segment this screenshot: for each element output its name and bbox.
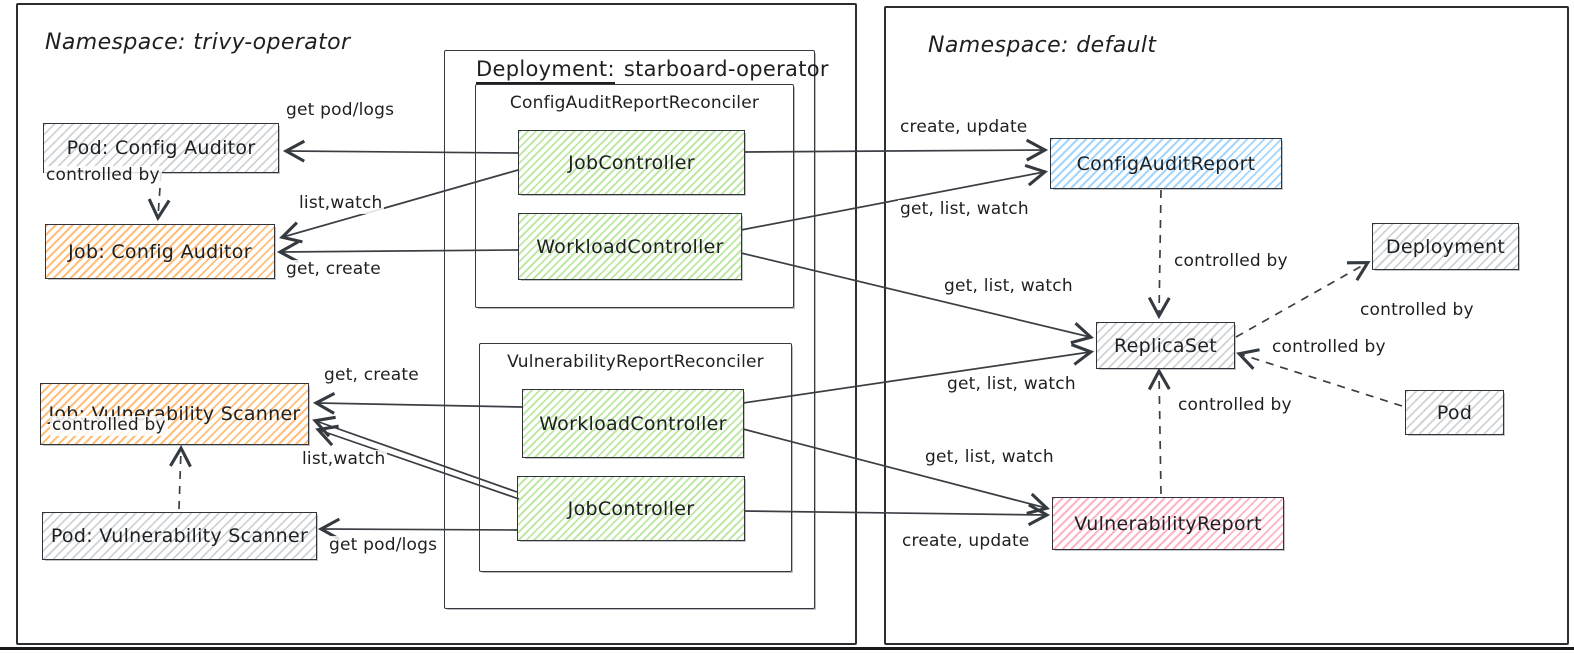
node-workload-controller-top: WorkloadController [518,213,742,280]
namespace-title-default: Namespace: default [928,33,1157,58]
edge-label-glw-rs-top: get, list, watch [942,276,1075,297]
node-job-config-auditor: Job: Config Auditor [45,224,275,279]
node-label: Job: Config Auditor [68,240,252,263]
node-label: Deployment [1385,235,1506,258]
node-label: JobController [567,497,695,520]
edge-label-glw-rs-bottom: get, list, watch [945,374,1078,395]
node-label: Pod: Vulnerability Scanner [50,525,309,547]
node-job-vulnerability-scanner: Job: Vulnerability Scanner [40,383,309,445]
node-pod-vulnerability-scanner: Pod: Vulnerability Scanner [42,512,317,560]
edge-label-get-create-top: get, create [284,259,383,280]
node-label: WorkloadController [539,412,727,435]
deployment-title: Deployment: starboard-operator [476,57,829,84]
edge-label-controlled-by-top-left: controlled by [44,165,162,186]
deployment-title-prefix: Deployment: [476,57,615,84]
node-vulnerability-report: VulnerabilityReport [1052,497,1284,550]
node-job-controller-bottom: JobController [517,476,745,541]
node-label: Pod [1436,401,1473,424]
edge-label-controlled-by-car-rs: controlled by [1172,251,1290,272]
namespace-title-trivy-operator: Namespace: trivy-operator [45,30,351,55]
node-pod: Pod [1405,390,1504,435]
edge-label-get-pod-logs-top: get pod/logs [284,100,397,121]
edge-label-list-watch-top: list,watch [297,193,385,214]
node-label: JobController [568,151,695,174]
edge-label-glw-car: get, list, watch [898,199,1031,220]
reconciler-title: ConfigAuditReportReconciler [509,93,760,113]
node-label: ConfigAuditReport [1076,152,1256,175]
node-workload-controller-bottom: WorkloadController [522,389,744,458]
edge-label-controlled-by-rs-deploy: controlled by [1358,300,1476,321]
reconciler-title: VulnerabilityReportReconciler [507,352,764,372]
edge-label-glw-vr: get, list, watch [923,447,1056,468]
node-job-controller-top: JobController [518,130,745,195]
edge-label-get-pod-logs-bottom: get pod/logs [327,535,440,556]
node-label: Pod: Config Auditor [66,137,256,159]
edge-label-create-update-top: create, update [898,117,1030,138]
canvas-bottom-edge [0,647,1574,650]
deployment-title-rest: starboard-operator [623,57,829,81]
edge-label-get-create-bottom: get, create [322,365,421,386]
node-deployment: Deployment [1372,223,1519,270]
edge-label-controlled-by-pod-rs: controlled by [1270,337,1388,358]
node-replica-set: ReplicaSet [1096,322,1235,369]
node-label: VulnerabilityReport [1074,512,1262,535]
node-pod-config-auditor: Pod: Config Auditor [43,123,279,173]
edge-label-create-update-bottom: create, update [900,531,1032,552]
node-label: ReplicaSet [1114,334,1217,357]
node-config-audit-report: ConfigAuditReport [1050,138,1282,189]
edge-label-controlled-by-vr-rs: controlled by [1176,395,1294,416]
edge-label-controlled-by-bottom-left: controlled by [50,415,168,436]
node-label: WorkloadController [536,235,724,258]
edge-label-list-watch-bottom: list,watch [300,449,388,470]
